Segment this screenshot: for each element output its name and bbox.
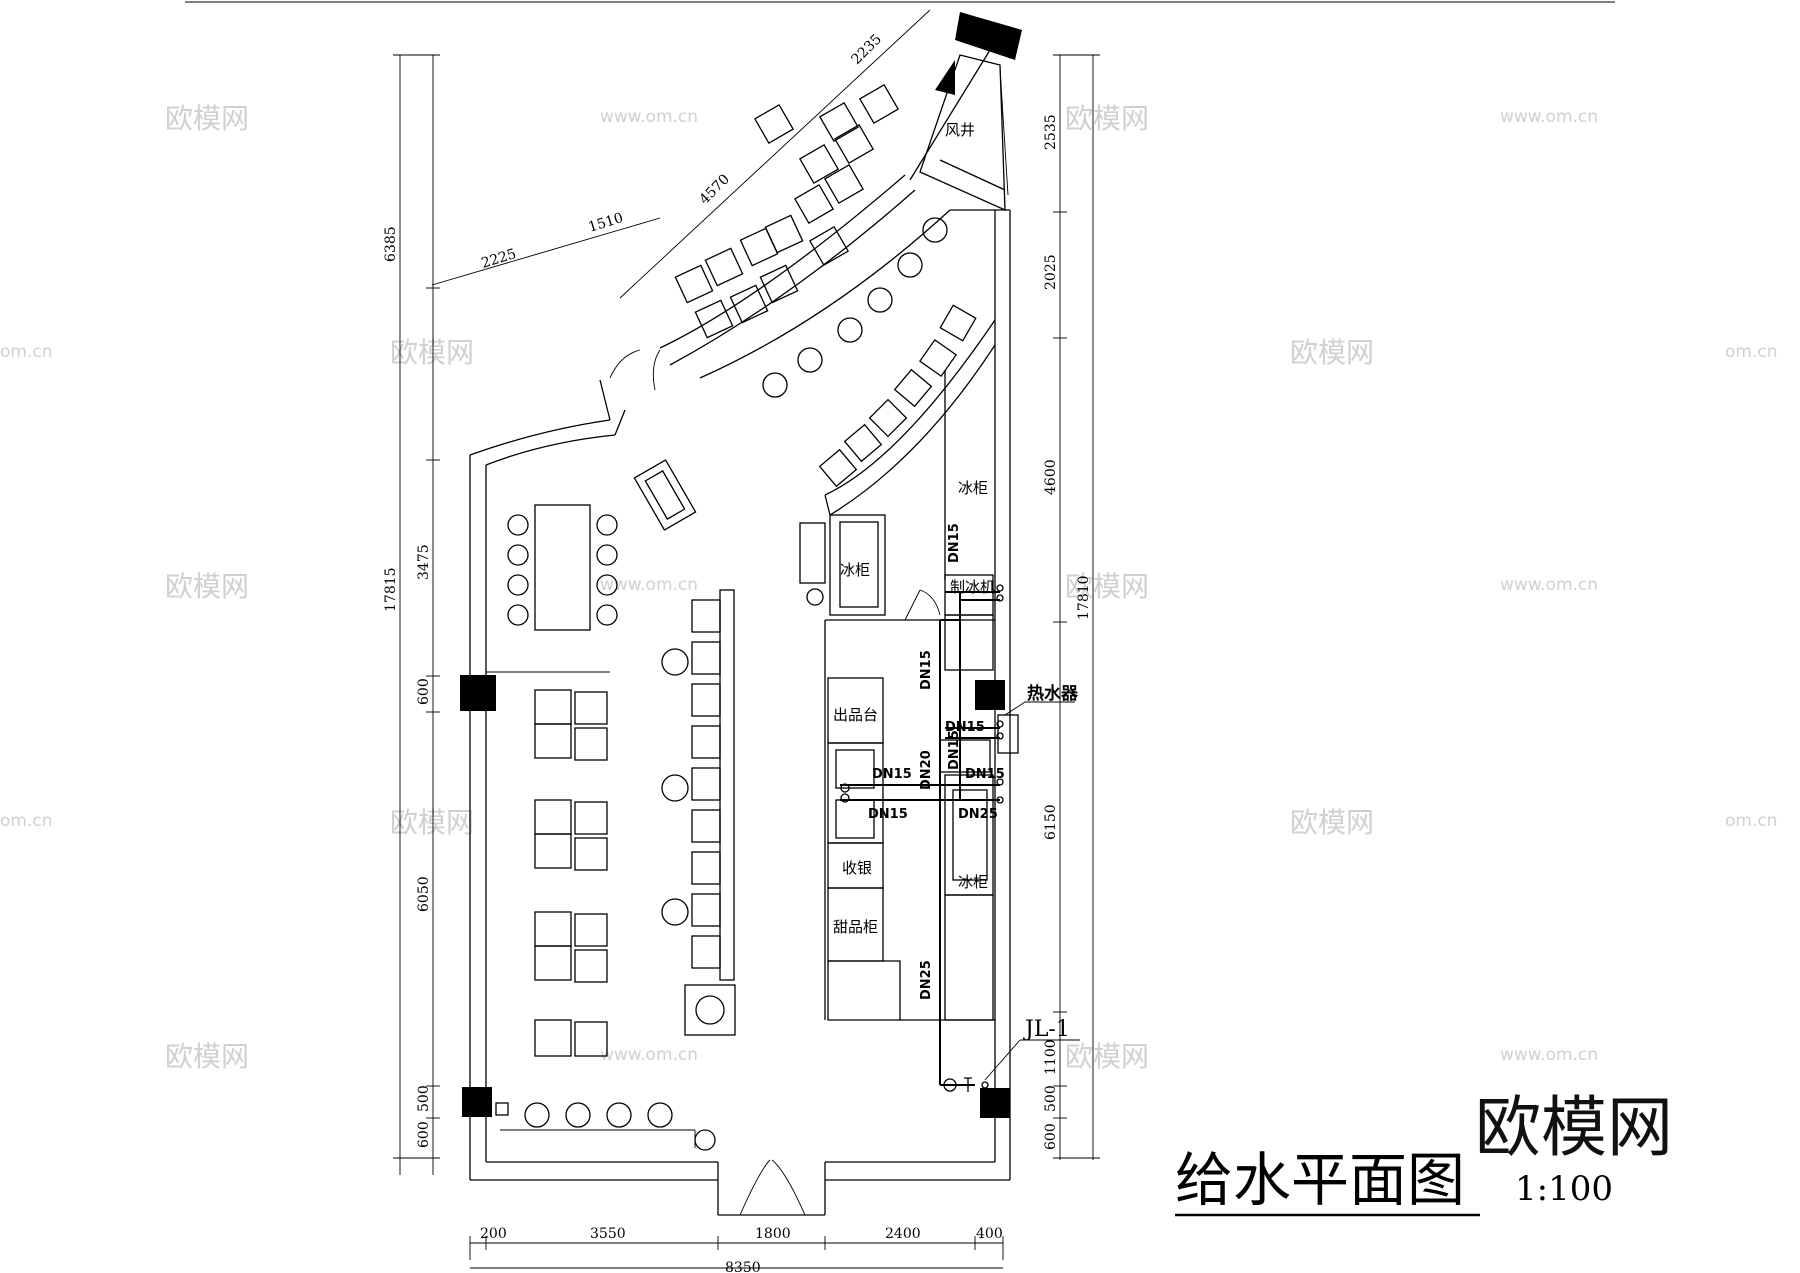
- pipe-size-label: DN15: [965, 767, 1005, 782]
- dim-bottom: 400: [976, 1226, 1003, 1242]
- serving-counter-label: 出品台: [833, 706, 878, 724]
- dim-diagonal: 4570: [697, 171, 734, 208]
- watermark-logo: 欧模网: [165, 102, 249, 135]
- pipe-size-label: DN15: [947, 730, 962, 770]
- water-pipes: [840, 584, 1019, 1092]
- dim-left: 3475: [416, 544, 432, 580]
- dim-bottom: 2400: [885, 1226, 921, 1242]
- air-shaft-label: 风井: [945, 121, 975, 139]
- dim-right: 2025: [1043, 254, 1059, 290]
- watermark-url: www.om.cn: [1500, 107, 1598, 127]
- drawing-scale: 1:100: [1515, 1169, 1613, 1209]
- central-bar-bench: [661, 589, 736, 1036]
- dim-left: 600: [416, 678, 432, 705]
- pipe-size-label: DN25: [958, 807, 998, 822]
- dim-left: 6050: [416, 876, 432, 912]
- watermark-url: om.cn: [0, 342, 53, 362]
- watermark-logo: 欧模网: [165, 1040, 249, 1073]
- riser-label: JL-1: [1023, 1017, 1070, 1042]
- watermark-url: www.om.cn: [1500, 575, 1598, 595]
- pipe-size-label: DN15: [919, 650, 934, 690]
- doors: [609, 349, 941, 1216]
- pipe-size-label: DN15: [947, 523, 962, 563]
- pipe-size-label: DN15: [868, 807, 908, 822]
- dim-left: 600: [416, 1121, 432, 1148]
- back-counter: [799, 370, 995, 1021]
- watermark-url: www.om.cn: [1500, 1045, 1598, 1065]
- watermark-logo: 欧模网: [390, 336, 474, 369]
- fridge-label: 冰柜: [958, 479, 988, 497]
- structural-columns: [460, 12, 1022, 1118]
- pipe-size-label: DN20: [919, 750, 934, 790]
- dessert-cabinet-label: 甜品柜: [833, 918, 878, 936]
- dimension-lines: [393, 9, 1100, 1269]
- dim-diagonal: 2235: [849, 31, 886, 68]
- dim-right: 6150: [1043, 804, 1059, 840]
- dim-left-total: 17815: [383, 567, 399, 612]
- watermark-layer: 欧模网 www.om.cn 欧模网 www.om.cn om.cn 欧模网 欧模…: [0, 102, 1778, 1073]
- watermark-logo: 欧模网: [165, 570, 249, 603]
- dim-right-total: 17810: [1076, 575, 1092, 620]
- watermark-logo: 欧模网: [1065, 570, 1149, 603]
- watermark-url: www.om.cn: [600, 1045, 698, 1065]
- watermark-url: om.cn: [1725, 811, 1778, 831]
- watermark-logo: 欧模网: [1290, 336, 1374, 369]
- watermark-logo: 欧模网: [1065, 1040, 1149, 1073]
- pipe-size-label: DN25: [919, 960, 934, 1000]
- watermark-url: www.om.cn: [600, 107, 698, 127]
- dim-right: 600: [1043, 1123, 1059, 1150]
- dim-right: 2535: [1043, 114, 1059, 150]
- pipe-size-label: DN15: [872, 767, 912, 782]
- dim-left: 500: [416, 1085, 432, 1112]
- bottom-stools: [495, 1102, 716, 1151]
- dim-bottom: 200: [480, 1226, 507, 1242]
- watermark-logo: 欧模网: [1290, 806, 1374, 839]
- dim-bottom-total: 8350: [725, 1260, 761, 1273]
- riser-leader: [984, 1039, 1021, 1081]
- dim-diagonal: 2225: [479, 246, 518, 272]
- fridge-label: 冰柜: [840, 561, 870, 579]
- drawing-title: 给水平面图: [1175, 1146, 1465, 1214]
- watermark-logo: 欧模网: [390, 806, 474, 839]
- arc-lounge-seats: [818, 304, 977, 488]
- ice-machine-label: 制冰机: [950, 578, 995, 596]
- dim-right: 500: [1043, 1085, 1059, 1112]
- dim-right: 4600: [1043, 459, 1059, 495]
- arc-bar-stools: [762, 217, 948, 606]
- walls: [469, 49, 1011, 1216]
- dim-right: 1100: [1043, 1039, 1059, 1075]
- lounge-chair: [633, 459, 697, 531]
- watermark-url: om.cn: [0, 811, 53, 831]
- curved-booths: [674, 83, 900, 339]
- water-heater-label: 热水器: [1027, 683, 1079, 704]
- watermark-logo: 欧模网: [1065, 102, 1149, 135]
- heater-leader: [1004, 701, 1026, 716]
- pipe-size-label: DN15: [945, 720, 985, 735]
- watermark-url: om.cn: [1725, 342, 1778, 362]
- watermark-url: www.om.cn: [600, 575, 698, 595]
- brand-watermark: 欧模网: [1475, 1089, 1673, 1166]
- cashier-label: 收银: [842, 859, 872, 877]
- dim-diagonal: 1510: [586, 210, 625, 236]
- dim-bottom: 3550: [590, 1226, 626, 1242]
- dining-table-8: [507, 504, 618, 631]
- dim-left: 6385: [383, 226, 399, 262]
- dim-bottom: 1800: [755, 1226, 791, 1242]
- booth-seating: [534, 689, 608, 1057]
- fridge-label: 冰柜: [958, 873, 988, 891]
